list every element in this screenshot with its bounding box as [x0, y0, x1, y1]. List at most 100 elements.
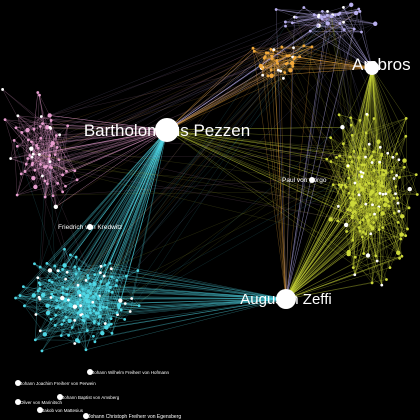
cluster-node-yellow[interactable] [397, 176, 401, 179]
cluster-node-cyan[interactable] [60, 295, 65, 301]
cluster-node-lavender[interactable] [317, 15, 320, 19]
cluster-node-cyan[interactable] [38, 283, 42, 286]
cluster-node-yellow[interactable] [341, 142, 345, 146]
cluster-node-yellow[interactable] [399, 232, 404, 237]
cluster-node-cyan[interactable] [53, 264, 57, 268]
cluster-node-yellow[interactable] [337, 183, 341, 187]
cluster-node-yellow[interactable] [363, 163, 366, 167]
cluster-node-cyan[interactable] [110, 275, 114, 279]
cluster-node-pink[interactable] [36, 146, 40, 150]
cluster-node-cyan[interactable] [38, 287, 42, 290]
cluster-node-pink[interactable] [54, 134, 58, 137]
cluster-node-yellow[interactable] [346, 164, 350, 168]
cluster-node-yellow[interactable] [365, 253, 371, 258]
cluster-node-yellow[interactable] [335, 156, 338, 159]
cluster-node-yellow[interactable] [383, 169, 387, 173]
cluster-node-cyan[interactable] [40, 349, 44, 353]
cluster-node-yellow[interactable] [328, 217, 333, 222]
cluster-node-pink[interactable] [26, 138, 30, 142]
cluster-node-cyan[interactable] [74, 272, 78, 276]
cluster-node-pink[interactable] [65, 169, 68, 173]
cluster-node-yellow[interactable] [365, 112, 369, 116]
labeled-node[interactable] [15, 399, 21, 405]
cluster-node-cyan[interactable] [50, 292, 54, 296]
cluster-node-cyan[interactable] [64, 315, 68, 319]
cluster-node-pink[interactable] [25, 127, 30, 133]
cluster-node-cyan[interactable] [65, 287, 69, 291]
cluster-node-yellow[interactable] [369, 224, 373, 228]
hub-node-augustin-zeffi[interactable] [276, 289, 296, 309]
hub-node-bartholomaeus-pezzen[interactable] [155, 118, 179, 142]
cluster-node-cyan[interactable] [70, 326, 74, 329]
cluster-node-cyan[interactable] [92, 283, 96, 287]
cluster-node-lavender[interactable] [373, 21, 378, 26]
cluster-node-cyan[interactable] [119, 308, 123, 312]
cluster-node-yellow[interactable] [364, 155, 367, 159]
cluster-node-yellow[interactable] [386, 190, 390, 194]
cluster-node-cyan[interactable] [94, 292, 98, 296]
cluster-node-lavender[interactable] [312, 13, 316, 17]
cluster-node-yellow[interactable] [367, 181, 371, 185]
cluster-node-cyan[interactable] [74, 255, 78, 259]
cluster-node-cyan[interactable] [53, 323, 57, 327]
cluster-node-yellow[interactable] [362, 252, 366, 255]
cluster-node-cyan[interactable] [108, 261, 112, 265]
cluster-node-cyan[interactable] [67, 333, 70, 337]
cluster-node-yellow[interactable] [364, 131, 368, 135]
cluster-node-yellow[interactable] [399, 214, 405, 219]
cluster-node-yellow[interactable] [388, 266, 392, 269]
cluster-node-cyan[interactable] [88, 291, 92, 295]
cluster-node-yellow[interactable] [350, 133, 354, 137]
cluster-node-cyan[interactable] [109, 322, 113, 326]
cluster-node-cyan[interactable] [89, 311, 92, 315]
cluster-node-yellow[interactable] [358, 229, 362, 233]
cluster-node-cyan[interactable] [105, 282, 109, 286]
cluster-node-cyan[interactable] [49, 317, 53, 321]
cluster-node-pink[interactable] [47, 113, 52, 118]
cluster-node-cyan[interactable] [65, 292, 69, 296]
cluster-node-orange[interactable] [285, 54, 289, 58]
cluster-node-yellow[interactable] [354, 201, 357, 205]
cluster-node-cyan[interactable] [107, 281, 111, 285]
cluster-node-cyan[interactable] [92, 304, 96, 308]
cluster-node-cyan[interactable] [85, 299, 89, 303]
cluster-node-orange[interactable] [270, 57, 274, 61]
cluster-node-orange[interactable] [258, 63, 264, 69]
cluster-node-yellow[interactable] [349, 209, 352, 212]
cluster-node-cyan[interactable] [110, 331, 114, 335]
cluster-node-yellow[interactable] [376, 207, 380, 210]
cluster-node-pink[interactable] [47, 157, 51, 161]
cluster-node-cyan[interactable] [86, 276, 90, 280]
cluster-node-yellow[interactable] [386, 151, 390, 155]
cluster-node-cyan[interactable] [65, 270, 69, 274]
cluster-node-cyan[interactable] [58, 306, 62, 310]
cluster-node-cyan[interactable] [63, 247, 66, 251]
cluster-node-yellow[interactable] [338, 154, 341, 158]
cluster-node-yellow[interactable] [372, 221, 376, 224]
cluster-node-cyan[interactable] [67, 298, 70, 302]
cluster-node-pink[interactable] [38, 125, 42, 128]
cluster-node-yellow[interactable] [348, 196, 352, 200]
cluster-node-yellow[interactable] [356, 190, 360, 194]
cluster-node-pink[interactable] [38, 93, 41, 97]
cluster-node-yellow[interactable] [407, 186, 412, 192]
cluster-node-yellow[interactable] [373, 212, 376, 216]
cluster-node-yellow[interactable] [367, 142, 371, 146]
labeled-node[interactable] [83, 413, 89, 419]
cluster-node-yellow[interactable] [361, 218, 365, 222]
cluster-node-cyan[interactable] [110, 290, 114, 294]
cluster-node-yellow[interactable] [406, 227, 409, 231]
labeled-node[interactable] [87, 369, 93, 375]
cluster-node-orange[interactable] [283, 71, 287, 74]
cluster-node-pink[interactable] [56, 181, 60, 185]
cluster-node-yellow[interactable] [386, 200, 390, 203]
cluster-node-orange[interactable] [285, 61, 289, 65]
cluster-node-cyan[interactable] [61, 291, 65, 295]
cluster-node-cyan[interactable] [92, 295, 96, 298]
cluster-node-yellow[interactable] [376, 139, 381, 144]
cluster-node-pink[interactable] [15, 144, 19, 148]
cluster-node-yellow[interactable] [396, 196, 399, 200]
cluster-node-yellow[interactable] [329, 160, 333, 163]
cluster-node-yellow[interactable] [380, 181, 384, 185]
cluster-node-cyan[interactable] [103, 263, 107, 267]
